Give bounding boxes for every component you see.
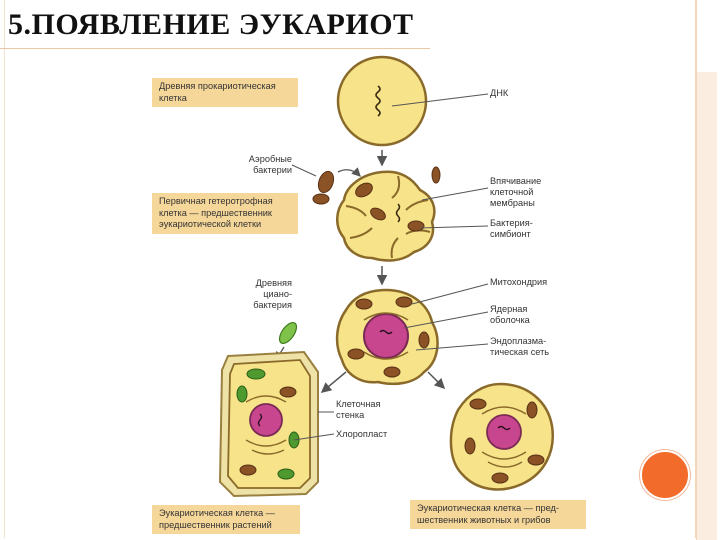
endoplasmic-reticulum-label: Эндоплазма­тическая сеть [490,336,550,357]
slide-title: 5.ПОЯВЛЕНИЕ ЭУКАРИОТ [8,8,414,41]
title-underline [0,48,430,49]
ancient-prokaryote-text: Древняя прокариотическая клетка [159,81,276,103]
cyanobacterium-label: Древняя циано­бактерия [253,278,292,310]
decorative-side-strip [696,72,717,540]
primary-heterotroph-box: Первичная гетеротрофная клетка — предшес… [152,193,298,234]
animal-fungi-predecessor-box: Эукариотическая клетка — пред­шественник… [410,500,586,529]
arrow-to-plant-cell [320,371,347,393]
primary-heterotroph-text: Первичная гетеротрофная клетка — предшес… [159,196,273,229]
aerobic-bacteria [312,166,441,205]
arrow-to-animal-cell [427,371,446,390]
mitochondrion-label: Митохондрия [490,277,548,287]
dna-strand [375,85,381,117]
plant-predecessor-text: Эукариотическая клетка — предшественник … [159,508,275,530]
animal-fungi-predecessor-cell [449,382,554,491]
chloroplast-label: Хлоропласт [336,429,388,439]
plant-predecessor-box: Эукариотическая клетка — предшественник … [152,505,300,534]
cell-wall-label: Клеточная стенка [336,399,381,420]
animal-fungi-predecessor-text: Эукариотическая клетка — пред­шественник… [417,503,559,525]
primary-heterotroph-cell [336,170,436,262]
early-eukaryote-cell [335,288,439,386]
decorative-orange-circle [640,450,690,500]
cyanobacterium [278,321,298,345]
nuclear-envelope-label: Ядерная оболочка [490,304,530,325]
dna-label: ДНК [490,88,509,98]
bacterium-symbiont-label: Бактерия-симбионт [490,218,533,239]
arrow-bacteria-to-cell [337,167,361,177]
leader-lines [291,93,489,441]
ancient-prokaryote-cell [336,55,428,147]
plant-predecessor-cell [218,350,319,498]
ancient-prokaryote-box: Древняя прокариотическая клетка [152,78,298,107]
aerobic-bacteria-label: Аэробные бактерии [248,154,292,175]
membrane-invagination-label: Впячивание клеточной мембраны [490,176,542,208]
